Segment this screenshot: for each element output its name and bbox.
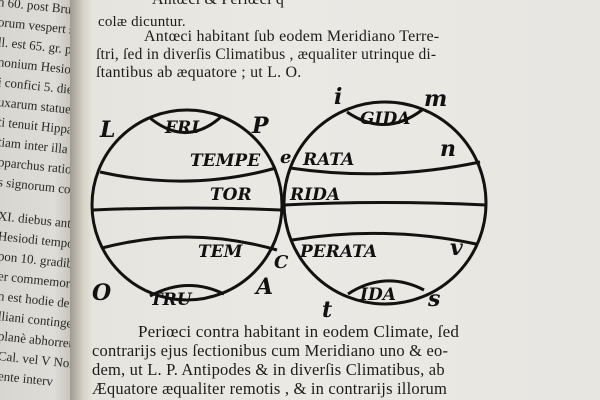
text-line: ſtantibus ab æquatore ; ut L. O.: [96, 64, 302, 81]
book-gutter: [70, 0, 92, 400]
point-n: n: [440, 136, 456, 162]
point-m: m: [424, 86, 447, 112]
left-page: n 60. post Brum orum vespert solstitium …: [0, 0, 78, 400]
point-a: A: [254, 274, 273, 300]
point-l: L: [99, 117, 115, 143]
zone-label-fri: FRI: [164, 118, 200, 138]
text-line: Periœci contra habitant in eodem Climate…: [138, 322, 460, 341]
point-p: P: [251, 113, 270, 139]
tropic-line-left-n: [99, 166, 277, 183]
tropic-line-right-s: [291, 231, 477, 246]
left-globe: [90, 108, 284, 302]
point-i: i: [334, 84, 342, 110]
tropic-line-right-n: [289, 160, 481, 176]
zone-label-gida: GIDA: [360, 109, 410, 129]
point-e: e: [280, 147, 291, 168]
text-line: Antœci & Periœci q: [152, 0, 284, 9]
point-v: v: [450, 235, 463, 261]
text-line: Antœci habitant ſub eodem Meridiano Terr…: [144, 28, 440, 45]
right-globe: [282, 100, 488, 306]
zone-label-tor: TOR: [210, 185, 252, 205]
point-o: O: [92, 280, 111, 306]
arctic-arc-right: [346, 108, 423, 126]
zone-label-tempe: TEMPE: [190, 151, 261, 171]
tropic-line-left-s: [101, 235, 278, 252]
point-c: C: [274, 252, 289, 273]
point-t: t: [322, 297, 332, 323]
text-line: contrarijs ejus ſectionibus cum Meridian…: [92, 341, 449, 360]
zone-label-tem: TEM: [198, 242, 244, 262]
antarctic-arc-left: [149, 284, 225, 298]
text-line: colæ dicuntur.: [98, 14, 186, 30]
text-line: dem, ut L. P. Antipodes & in diverſis Cl…: [92, 360, 445, 379]
zone-label-ida: IDA: [359, 285, 396, 305]
equator-right: [283, 201, 487, 207]
zone-label-perata: PERATA: [299, 242, 377, 262]
point-s: s: [427, 286, 440, 312]
text-line: Æquatore æqualiter remotis , & in contra…: [92, 379, 447, 398]
text-line: ſtri, ſed in diverſis Climatibus , æqual…: [96, 46, 437, 63]
equator-left: [92, 206, 282, 212]
antarctic-arc-right: [347, 279, 425, 296]
right-page: Antœci & Periœci q colæ dicuntur. Antœci…: [92, 0, 600, 400]
zone-label-tru: TRU: [150, 290, 193, 310]
arctic-arc-left: [149, 114, 224, 134]
zone-label-rata: RATA: [302, 150, 354, 170]
zone-label-rida: RIDA: [289, 185, 340, 205]
